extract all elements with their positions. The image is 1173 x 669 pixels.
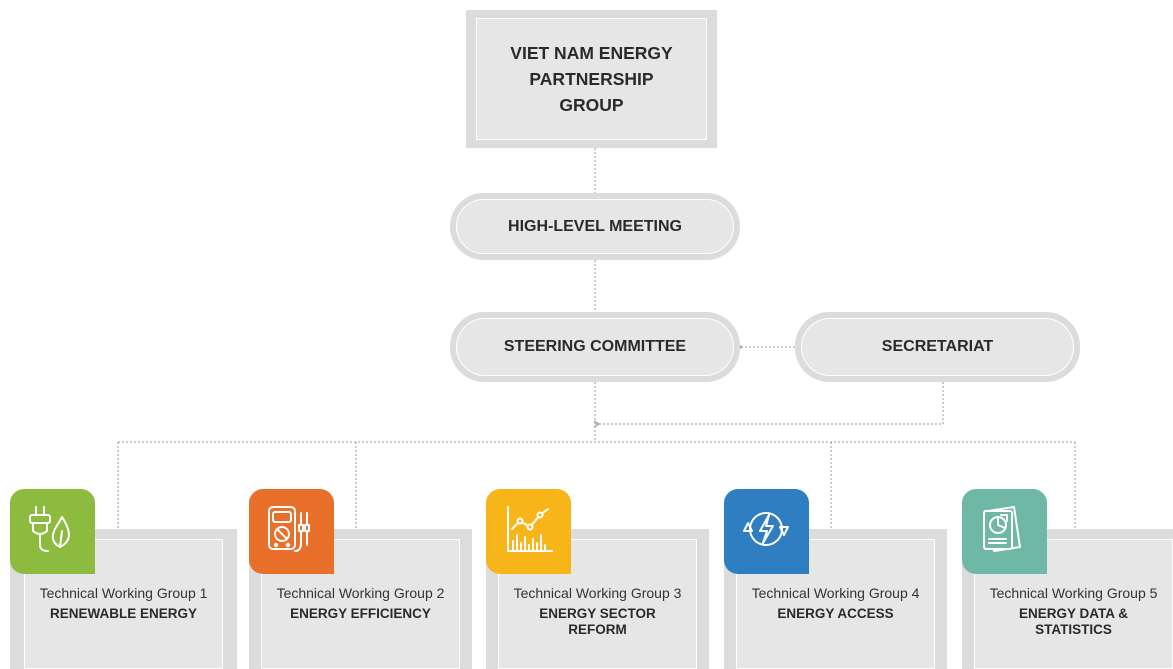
high-level-meeting-box: HIGH-LEVEL MEETING [450, 193, 740, 260]
working-group-4-label: Technical Working Group 4 [751, 585, 920, 601]
steering-committee-label: STEERING COMMITTEE [456, 318, 734, 376]
line-secretariat-down [593, 382, 944, 428]
secretariat-box: SECRETARIAT [795, 312, 1080, 382]
partnership-group-box: VIET NAM ENERGY PARTNERSHIP GROUP [466, 10, 717, 148]
working-group-5-label: Technical Working Group 5 [989, 585, 1158, 601]
connector-lines [117, 148, 1076, 528]
working-group-3-label: Technical Working Group 3 [513, 585, 682, 601]
working-group-1: Technical Working Group 1 RENEWABLE ENER… [10, 529, 237, 669]
multimeter-icon [268, 506, 310, 552]
steering-committee-box: STEERING COMMITTEE [450, 312, 740, 382]
working-group-4-title: ENERGY ACCESS [777, 606, 894, 621]
energy-cycle-icon [743, 512, 789, 546]
working-group-1-title: RENEWABLE ENERGY [49, 606, 198, 621]
high-level-meeting-label: HIGH-LEVEL MEETING [456, 199, 734, 254]
working-group-3-tab [486, 489, 571, 574]
growth-chart-icon [507, 506, 553, 552]
working-group-5-title: ENERGY DATA & STATISTICS [1018, 606, 1128, 637]
working-group-4: Technical Working Group 4 ENERGY ACCESS [724, 529, 947, 669]
working-group-2-label: Technical Working Group 2 [276, 585, 445, 601]
working-group-5-tab [962, 489, 1047, 574]
working-group-3-title: ENERGY SECTOR REFORM [539, 606, 656, 637]
report-icon [983, 506, 1021, 552]
working-group-1-label: Technical Working Group 1 [39, 585, 208, 601]
partnership-group-title: VIET NAM ENERGY PARTNERSHIP GROUP [510, 43, 673, 115]
working-group-2-title: ENERGY EFFICIENCY [290, 606, 431, 621]
working-group-4-tab [724, 489, 809, 574]
plug-leaf-icon [29, 506, 70, 552]
secretariat-label: SECRETARIAT [801, 318, 1074, 376]
working-group-5: Technical Working Group 5 ENERGY DATA & … [962, 529, 1173, 669]
working-group-2-tab [249, 489, 334, 574]
working-group-1-tab [10, 489, 95, 574]
